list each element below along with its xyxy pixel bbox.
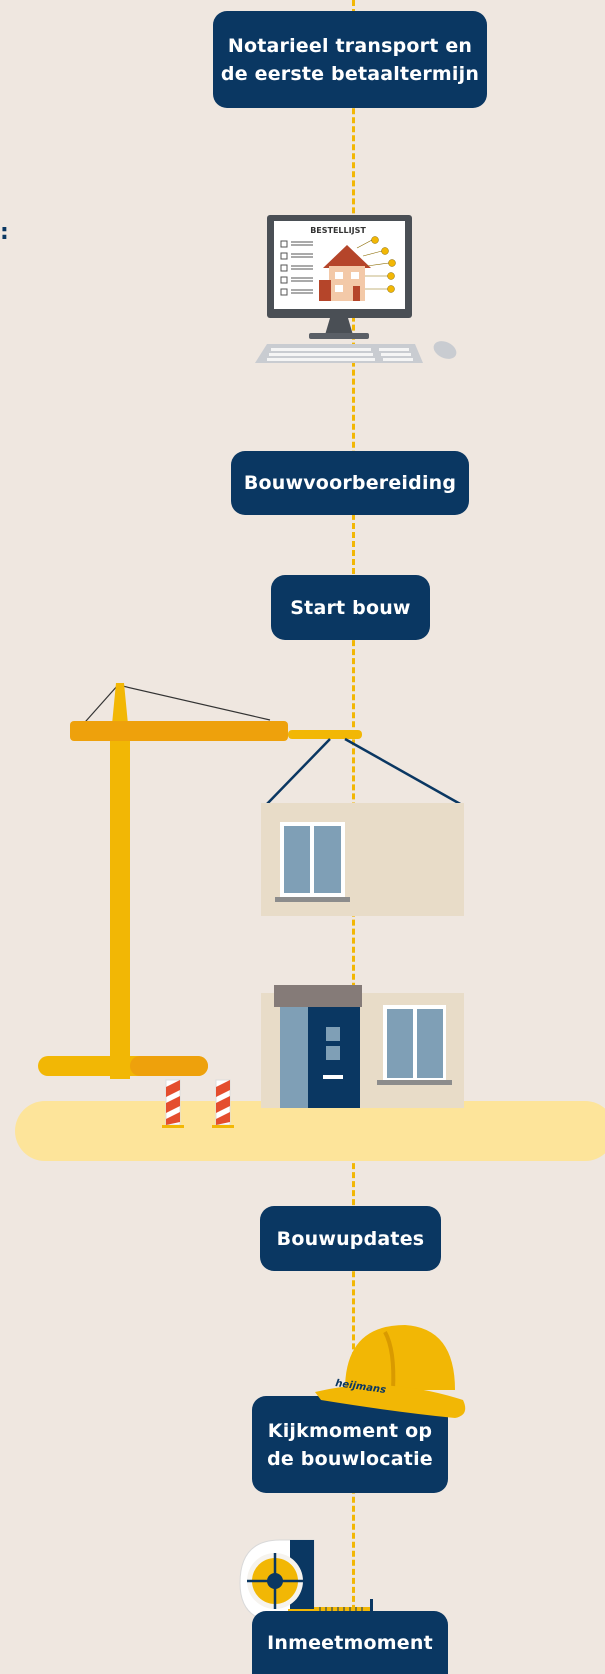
screen-title: BESTELLIJST (310, 226, 366, 235)
crane-jib (70, 721, 288, 741)
step-notarieel-transport[interactable]: Notarieel transport en de eerste betaalt… (213, 11, 487, 108)
hard-hat-icon: heijmans (315, 1320, 475, 1430)
monitor-stand (325, 318, 353, 335)
construction-scene (0, 675, 605, 1185)
cropped-text-edge: : (0, 220, 9, 245)
step-start-bouw[interactable]: Start bouw (271, 575, 430, 640)
crane-jib-tip (288, 730, 362, 739)
mouse (431, 338, 460, 363)
step-bouwvoorbereiding[interactable]: Bouwvoorbereiding (231, 451, 469, 515)
step-inmeetmoment[interactable]: Inmeetmoment (252, 1611, 448, 1674)
ground-area (15, 1101, 605, 1161)
crane-mast (110, 741, 130, 1079)
computer-illustration: BESTELLIJST (245, 210, 485, 390)
step-bouwupdates[interactable]: Bouwupdates (260, 1206, 441, 1271)
